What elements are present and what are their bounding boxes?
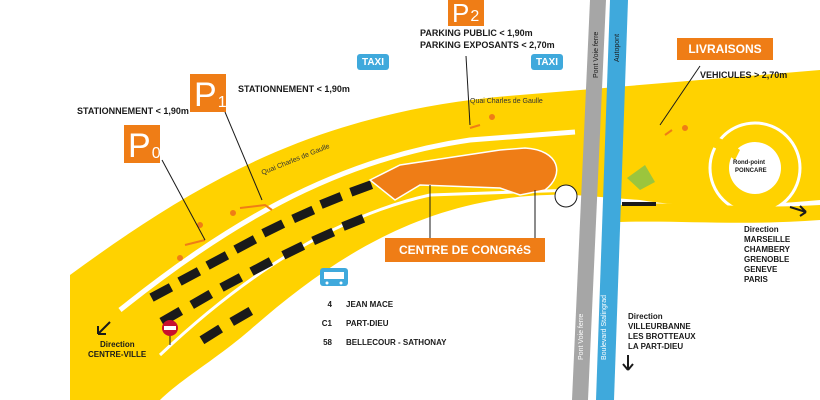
direction-bottom-line2: VILLEURBANNE: [628, 322, 691, 331]
direction-bottom-line1: Direction: [628, 312, 663, 321]
direction-right-line6: PARIS: [744, 275, 768, 284]
p1-letter: P: [194, 76, 217, 114]
no-entry-sign: [162, 320, 178, 345]
bus-line-destination: PART-DIEU: [346, 319, 389, 328]
p1-number: 1: [217, 94, 227, 111]
bus-line-row: 58 BELLECOUR - SATHONAY: [306, 338, 446, 347]
bus-line-number: 58: [323, 338, 332, 347]
direction-right: Direction MARSEILLE CHAMBERY GRENOBLE GE…: [744, 225, 790, 285]
centre-congres-badge: CENTRE DE CONGRéS: [385, 238, 545, 262]
right-road-lower: [620, 203, 820, 223]
right-road-curve: [620, 120, 740, 160]
p0-label: STATIONNEMENT < 1,90m: [77, 106, 189, 116]
livraisons-badge: LIVRAISONS: [677, 38, 773, 60]
quai-right-label: Quai Charles de Gaulle: [470, 98, 543, 105]
taxi-left-badge: TAXI: [357, 54, 389, 70]
roundabout-center: [729, 142, 781, 194]
p2-letter: P: [452, 0, 470, 28]
pont-voie-ferre-top-label: Pont Voie ferre: [593, 31, 600, 78]
bus-line-number: C1: [321, 319, 332, 328]
direction-arrows: [97, 205, 807, 371]
bus-line-destination: JEAN MACE: [346, 300, 394, 309]
direction-left-line2: CENTRE-VILLE: [88, 350, 147, 359]
p2-label-exhibitors: PARKING EXPOSANTS < 2,70m: [420, 40, 555, 50]
p2-label-public: PARKING PUBLIC < 1,90m: [420, 28, 533, 38]
direction-right-line1: Direction: [744, 225, 779, 234]
leader-lines: [161, 55, 701, 241]
livraisons-label: VEHICULES > 2,70m: [700, 70, 788, 80]
autopont: [596, 0, 628, 400]
direction-left: Direction CENTRE-VILLE: [88, 340, 146, 360]
direction-right-line4: GRENOBLE: [744, 255, 790, 264]
direction-bottom-line3: LES BROTTEAUX: [628, 332, 696, 341]
green-area: [627, 165, 655, 190]
p2-number: 2: [470, 8, 480, 25]
taxi-right-badge: TAXI: [531, 54, 563, 70]
autopont-label: Autopont: [614, 33, 621, 62]
bus-line-number: 4: [327, 300, 332, 309]
delivery-bar: [622, 202, 656, 206]
quay-road-band: [70, 70, 820, 400]
boulevard-label: Boulevard Stalingrad: [601, 295, 608, 360]
bus-line-destination: BELLECOUR - SATHONAY: [346, 338, 447, 347]
p1-label: STATIONNEMENT < 1,90m: [238, 84, 350, 94]
bus-icon: [320, 268, 348, 286]
inner-road-strip: [118, 129, 576, 312]
rondpoint-line2: POINCARE: [735, 168, 767, 174]
congress-centre-building: [368, 147, 558, 201]
direction-right-line5: GENEVE: [744, 265, 778, 274]
bus-line-row: C1 PART-DIEU: [306, 319, 389, 328]
p0-letter: P: [128, 127, 151, 165]
direction-bottom: Direction VILLEURBANNE LES BROTTEAUX LA …: [628, 312, 696, 352]
congress-centre-dome: [554, 184, 578, 208]
p0-number: 0: [151, 145, 161, 162]
pont-voie-ferre-bottom-label: Pont Voie ferre: [578, 313, 585, 360]
rondpoint-line1: Rond-point: [733, 160, 765, 166]
direction-bottom-line4: LA PART-DIEU: [628, 342, 684, 351]
direction-right-line3: CHAMBERY: [744, 245, 790, 254]
access-arrows: [177, 114, 688, 261]
bus-line-row: 4 JEAN MACE: [306, 300, 394, 309]
railway-bridge: [572, 0, 606, 400]
direction-right-line2: MARSEILLE: [744, 235, 791, 244]
direction-left-line1: Direction: [100, 340, 135, 349]
